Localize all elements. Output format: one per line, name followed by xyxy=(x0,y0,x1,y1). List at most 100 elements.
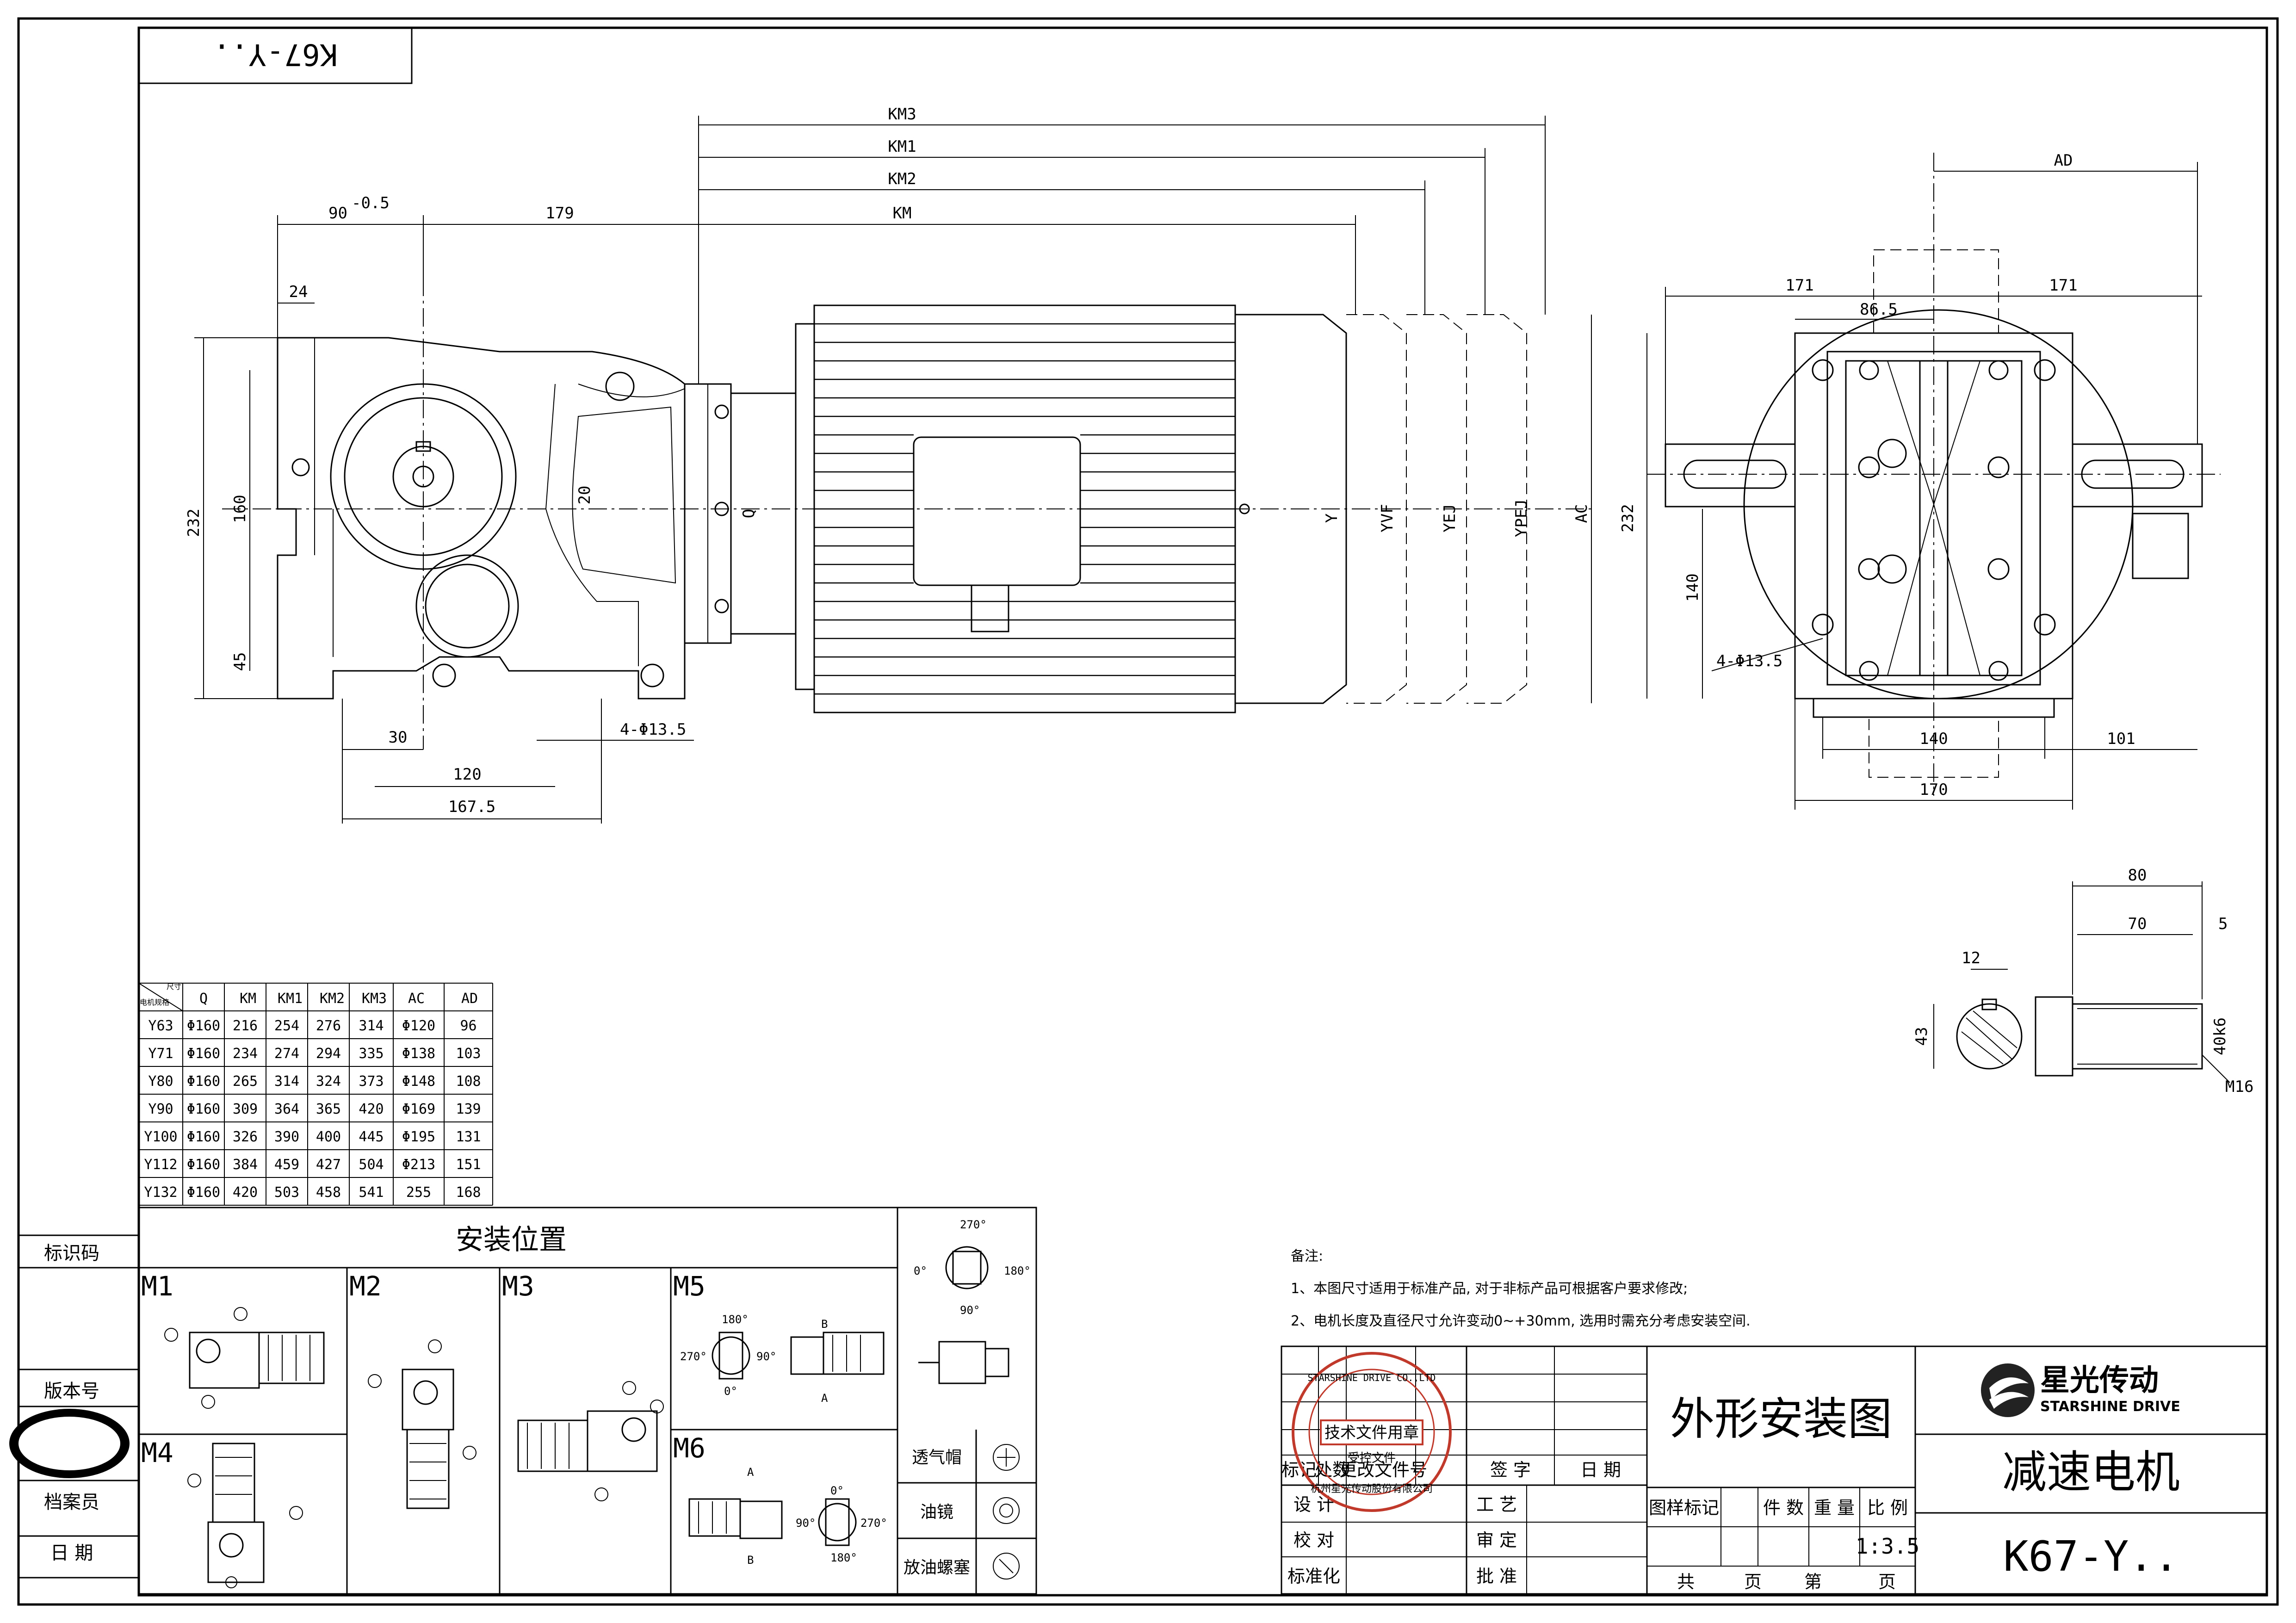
stamp-sub-text: 受控文件 xyxy=(1348,1451,1396,1465)
table-cell: 326 xyxy=(233,1129,258,1145)
dim-171-left: 171 xyxy=(1785,276,1813,295)
table-cell: Y80 xyxy=(148,1073,173,1090)
table-header-ac: AC xyxy=(408,991,425,1007)
note-line-1: 1、本图尺寸适用于标准产品, 对于非标产品可根据客户要求修改; xyxy=(1291,1281,1688,1297)
dim-101: 101 xyxy=(2107,730,2135,748)
dim-90-tol: -0.5 xyxy=(352,194,390,212)
rev-header-count: 处数 xyxy=(1315,1460,1350,1480)
shaft-end xyxy=(2072,1003,2203,1070)
table-cell: 445 xyxy=(359,1129,384,1145)
table-cell: 458 xyxy=(316,1184,341,1201)
m3-sketch xyxy=(517,1381,664,1501)
side-shaft-left xyxy=(1665,443,1796,508)
brand-en: STARSHINE DRIVE xyxy=(2040,1399,2180,1415)
stamp-ring-text: STARSHINE DRIVE CO.,LTD xyxy=(1308,1372,1436,1383)
m5-letter-a: A xyxy=(821,1392,828,1405)
m2-sketch xyxy=(368,1339,477,1509)
table-cell: 103 xyxy=(456,1046,481,1062)
table-cell: 265 xyxy=(233,1073,258,1090)
legend-vent-cap: 透气帽 xyxy=(912,1448,962,1467)
inner-frame xyxy=(137,26,2268,1597)
terminal-box xyxy=(913,436,1081,586)
table-header-q: Q xyxy=(199,991,208,1007)
dim-160: 160 xyxy=(231,495,249,523)
dim-140-vertical: 140 xyxy=(1683,573,1702,601)
m6-letter-b: B xyxy=(747,1554,754,1567)
rev-header-doc: 更改文件号 xyxy=(1339,1460,1427,1480)
m4-sketch xyxy=(187,1443,303,1588)
table-cell: Y71 xyxy=(148,1046,173,1062)
side-top-lug xyxy=(1873,249,1999,334)
margin-label-version: 版本号 xyxy=(44,1381,99,1402)
dim-140: 140 xyxy=(1919,730,1948,748)
dim-km1: KM1 xyxy=(888,137,916,156)
legend-oil-gauge: 油镜 xyxy=(920,1503,953,1522)
table-cell: Φ160 xyxy=(187,1046,220,1062)
brand-logo: 星光传动 STARSHINE DRIVE xyxy=(1981,1363,2180,1417)
table-cell: 168 xyxy=(456,1184,481,1201)
dim-5: 5 xyxy=(2218,915,2228,933)
front-view xyxy=(222,278,1596,750)
table-cell: 420 xyxy=(233,1184,258,1201)
table-cell: 276 xyxy=(316,1018,341,1034)
dim-q: Q xyxy=(740,509,758,518)
table-cell: 234 xyxy=(233,1046,258,1062)
top-label-box: K67-Y.. xyxy=(138,27,413,84)
table-cell: 131 xyxy=(456,1129,481,1145)
legend-drain-plug: 放油螺塞 xyxy=(904,1558,970,1577)
table-cell: 324 xyxy=(316,1073,341,1090)
dim-232: 232 xyxy=(185,508,203,537)
dim-43: 43 xyxy=(1912,1027,1931,1046)
table-cell: Y90 xyxy=(148,1101,173,1117)
m6-sketch: A B 0° 90° 270° 180° xyxy=(688,1466,887,1567)
table-cell: 400 xyxy=(316,1129,341,1145)
dim-km: KM xyxy=(893,204,912,223)
dim-70: 70 xyxy=(2128,915,2147,933)
margin-label-code: 标识码 xyxy=(44,1243,99,1264)
vent-cap-icon xyxy=(993,1444,1020,1471)
brand-cn: 星光传动 xyxy=(2040,1363,2159,1398)
table-cell: 373 xyxy=(359,1073,384,1090)
table-cell: Y100 xyxy=(144,1129,177,1145)
legend-table: 透气帽 油镜 放油螺塞 xyxy=(897,1430,1036,1594)
table-cell: 274 xyxy=(274,1046,299,1062)
table-cell: 390 xyxy=(274,1129,299,1145)
scale-value: 1:3.5 xyxy=(1856,1534,1919,1559)
label-m4: M4 xyxy=(141,1437,173,1468)
table-cell: 427 xyxy=(316,1157,341,1173)
m6-angle-270: 270° xyxy=(860,1517,887,1530)
dim-yvf: YVF xyxy=(1378,504,1397,532)
top-label-text: K67-Y.. xyxy=(213,37,338,71)
dim-30: 30 xyxy=(389,728,408,747)
table-cell: 96 xyxy=(460,1018,477,1034)
housing-rib xyxy=(572,406,676,584)
notes-title: 备注: xyxy=(1291,1248,1323,1264)
table-cell: Φ169 xyxy=(402,1101,435,1117)
m6-angle-180: 180° xyxy=(830,1551,857,1564)
motor-cooling-fins xyxy=(814,323,1235,695)
table-cell: Φ160 xyxy=(187,1157,220,1173)
table-cell: 420 xyxy=(359,1101,384,1117)
row-approve: 批 准 xyxy=(1476,1566,1517,1586)
icon-angle-90: 90° xyxy=(960,1304,980,1317)
left-margin-strip: 标识码 版本号 档案员 日 期 xyxy=(9,1234,140,1579)
housing-inner-lines xyxy=(314,338,334,657)
bearing-circle xyxy=(415,554,519,658)
info-count: 件 数 xyxy=(1763,1498,1804,1518)
fan-cover xyxy=(1234,314,1347,704)
table-corner-bottom: 电机规格 xyxy=(140,998,169,1007)
note-line-2: 2、电机长度及直径尺寸允许变动0~+30mm, 选用时需充分考虑安装空间. xyxy=(1291,1313,1751,1329)
icon-angle-180: 180° xyxy=(1004,1264,1031,1277)
oil-gauge-icon xyxy=(993,1497,1020,1524)
side-shaft-right xyxy=(2072,443,2203,508)
m5-angle-180: 180° xyxy=(722,1313,749,1326)
row-approve-review: 审 定 xyxy=(1476,1530,1517,1550)
icon-angle-0: 0° xyxy=(914,1264,927,1277)
label-m6: M6 xyxy=(673,1432,706,1464)
table-cell: Y112 xyxy=(144,1157,177,1173)
ypej-outline xyxy=(1467,314,1527,704)
drain-plug-icon xyxy=(993,1553,1020,1580)
dim-171-right: 171 xyxy=(2049,276,2077,295)
drawing-name: 外形安装图 xyxy=(1670,1393,1892,1445)
